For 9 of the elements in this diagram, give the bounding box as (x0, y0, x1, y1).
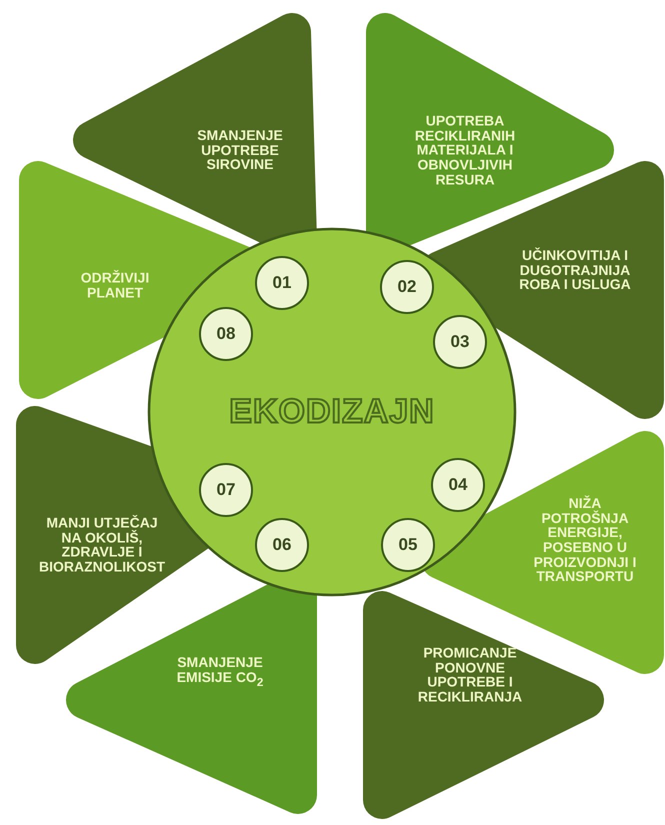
petal-text: MANJI UTJEČAJ NA OKOLIŠ, ZDRAVLJE I BIORAZNOLIKOST (38, 516, 166, 574)
title-text: EKODIZAJN (229, 392, 435, 432)
petal-text: PROMICANJE PONOVNE UPOTREBE I RECIKLIRANJA (416, 646, 524, 704)
petal-text: SMANJENJE UPOTREBE SIROVINE (196, 128, 284, 172)
petal-text: ODRŽIVIJI PLANET (80, 270, 150, 300)
petal-text: UPOTREBA RECIKLIRANIH MATERIJALA I OBNOVLJIVIH RESURA (414, 113, 516, 187)
petal-text: SMANJENJE EMISIJE CO$_{2}$ (176, 655, 264, 689)
petal-text: UČINKOVITIJA I DUGOTRAJNIJA ROBA I USLUGA (518, 248, 632, 292)
petal-text: NIŽA POTROŠNJA ENERGIJE, POSEBNO U PROIZVODNJI I TRANSPORTU (532, 496, 638, 584)
